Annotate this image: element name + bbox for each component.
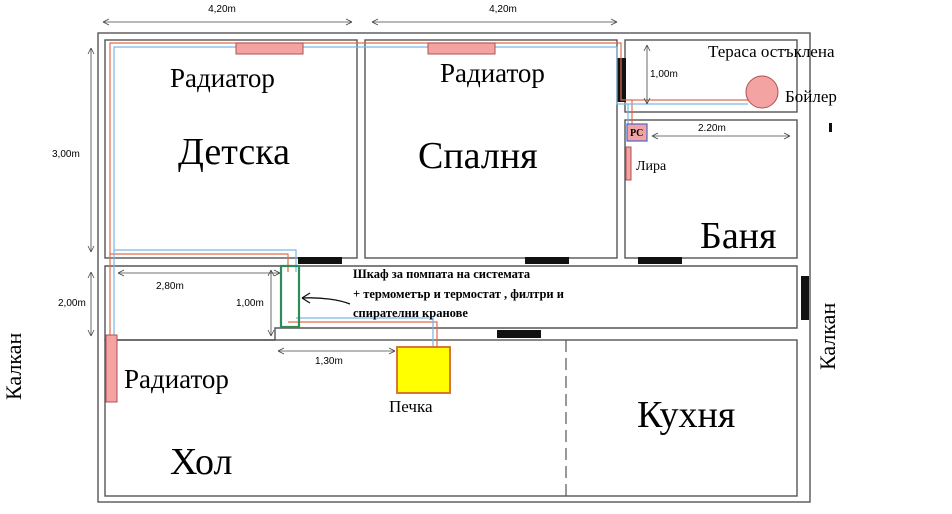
dim-stove-offset: 1,30m — [315, 356, 343, 367]
room-label-children: Детска — [178, 131, 290, 173]
room-living-kitchen-wall — [104, 339, 798, 497]
radiator-bedroom — [427, 42, 496, 55]
label-pc: PC — [630, 128, 643, 139]
stove-box — [396, 346, 451, 394]
cabinet-arrow — [301, 297, 351, 305]
room-label-bedroom: Спалня — [418, 135, 538, 177]
pipe-hot-2 — [109, 42, 750, 254]
room-label-terrace: Тераса остъклена — [708, 42, 835, 61]
cabinet-note-line3: спирателни кранове — [353, 306, 468, 320]
dim-top-left: 4,20m — [208, 4, 236, 15]
label-stove: Печка — [389, 397, 433, 416]
dim-bath-width: 2.20m — [698, 123, 726, 134]
cabinet-note-line1: Шкаф за помпата на системата — [353, 267, 531, 281]
side-label-left: Калкан — [1, 333, 26, 400]
wall-marker — [829, 123, 832, 132]
dim-corridor-height: 1,00m — [236, 298, 264, 309]
door-living — [497, 330, 541, 338]
side-label-right: Калкан — [815, 303, 840, 370]
door-bathroom — [638, 257, 682, 264]
towel-rail — [625, 146, 632, 181]
outer-wall — [97, 32, 811, 503]
dim-corridor-width: 2,80m — [156, 281, 184, 292]
room-bedroom-wall — [364, 39, 618, 259]
label-radiator-bedroom: Радиатор — [440, 58, 545, 88]
dim-terrace-depth: 1,00m — [650, 69, 678, 80]
pipe-hot-1 — [109, 253, 289, 338]
label-towel-rail: Лира — [636, 159, 667, 174]
radiator-living — [105, 334, 118, 403]
door-exterior — [801, 276, 809, 320]
dim-top-right: 4,20m — [489, 4, 517, 15]
label-boiler: Бойлер — [785, 87, 837, 106]
radiator-children — [235, 42, 304, 55]
room-label-bathroom: Баня — [700, 215, 777, 257]
cabinet-note-line2: + термометър и термостат , филтри и — [353, 287, 564, 301]
door-children — [298, 257, 342, 264]
pipe-cold-2 — [113, 46, 748, 250]
room-label-living: Хол — [170, 441, 233, 483]
pipe-cold-3 — [296, 317, 434, 348]
room-bathroom-wall — [624, 119, 798, 259]
door-bedroom — [525, 257, 569, 264]
pipe-cold-1 — [113, 249, 297, 338]
cabinet-arrow-head — [301, 292, 311, 304]
label-radiator-living: Радиатор — [124, 364, 229, 394]
boiler-icon — [745, 75, 779, 109]
room-label-kitchen: Кухня — [637, 394, 735, 436]
pipe-hot-3 — [288, 321, 438, 348]
pc-box — [626, 123, 648, 142]
room-children-wall — [104, 39, 358, 259]
pump-cabinet — [279, 264, 301, 329]
dim-left-height: 3,00m — [52, 149, 80, 160]
dim-left-lower: 2,00m — [58, 298, 86, 309]
label-radiator-children: Радиатор — [170, 63, 275, 93]
